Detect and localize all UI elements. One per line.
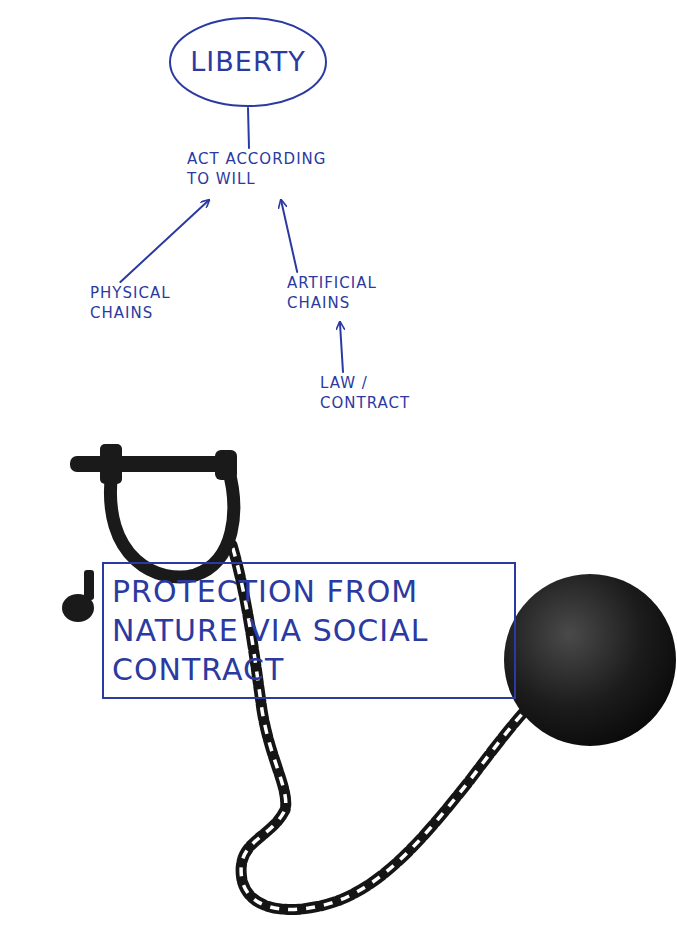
node-text: LIBERTY	[190, 44, 305, 79]
arrow-connector	[340, 322, 343, 372]
shackle-eye	[215, 450, 237, 480]
concept-text: ACT ACCORDING TO WILL	[185, 148, 345, 200]
concept-text: ARTIFICIAL CHAINS	[285, 272, 407, 322]
shackle-ring	[110, 468, 233, 577]
key-disk	[62, 594, 94, 622]
node-text: PHYSICAL CHAINS	[90, 284, 194, 323]
node-text: ARTIFICIAL CHAINS	[287, 274, 405, 313]
shackle-bolt-head	[100, 444, 122, 484]
ellipse-outline-path	[170, 18, 326, 106]
process-box: PROTECTION FROM NATURE VIA SOCIAL CONTRA…	[102, 562, 516, 699]
shackle-pin	[70, 456, 230, 472]
connector-line	[248, 108, 249, 148]
concept-text: LAW / CONTRACT	[318, 372, 418, 422]
node-text: PROTECTION FROM NATURE VIA SOCIAL CONTRA…	[112, 572, 506, 689]
node-text: ACT ACCORDING TO WILL	[187, 150, 343, 189]
arrow-connector	[120, 200, 209, 282]
node-text: LAW / CONTRACT	[320, 374, 416, 413]
arrow-connector	[281, 200, 297, 272]
key-stem	[84, 570, 94, 600]
iron-ball	[504, 574, 676, 746]
ellipse-node: LIBERTY	[168, 16, 328, 108]
concept-text: PHYSICAL CHAINS	[88, 282, 196, 332]
